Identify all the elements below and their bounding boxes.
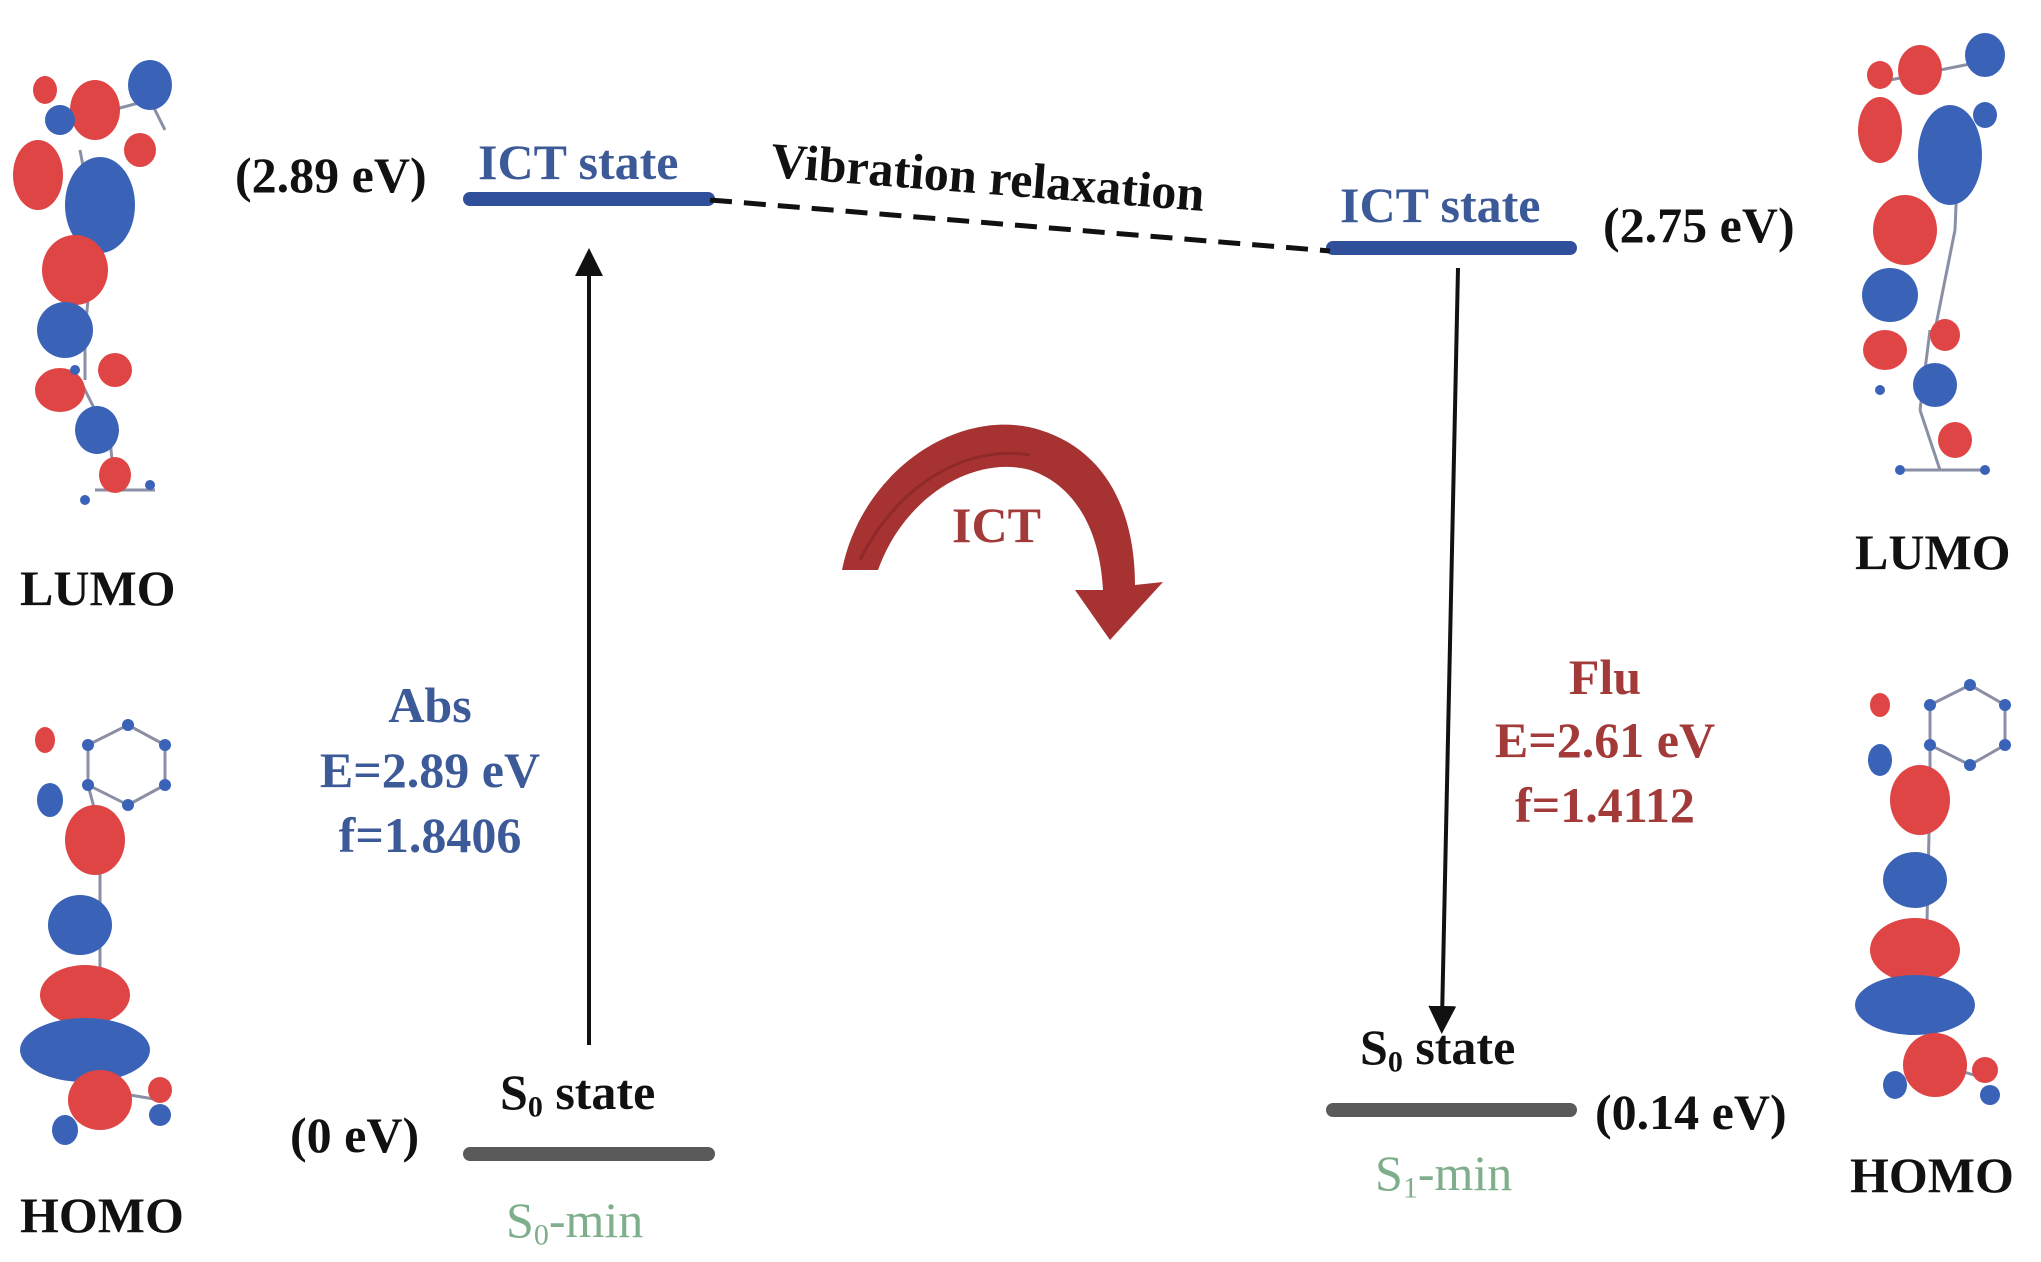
- fluorescence-oscillator: f=1.4112: [1515, 777, 1695, 833]
- absorption-oscillator: f=1.8406: [338, 807, 522, 863]
- right-homo-orbital-image: [1855, 679, 2011, 1105]
- right-min-symbol: S: [1375, 1145, 1403, 1201]
- right-ground-suffix: state: [1402, 1019, 1516, 1075]
- absorption-title: Abs: [388, 677, 472, 733]
- right-lumo-label: LUMO: [1855, 524, 2011, 580]
- left-ground-subscript: 0: [527, 1090, 543, 1124]
- left-homo-label: HOMO: [20, 1187, 184, 1243]
- fluorescence-title: Flu: [1568, 649, 1642, 705]
- ict-arrow-label: ICT: [952, 497, 1041, 553]
- right-ground-state-label: S0 state: [1360, 1022, 1515, 1078]
- right-ict-state-label: ICT state: [1340, 177, 1541, 233]
- left-min-symbol: S: [506, 1192, 534, 1248]
- left-ict-state-label: ICT state: [478, 134, 679, 190]
- left-min-suffix: -min: [548, 1192, 644, 1248]
- curved-arrow-icon: [842, 424, 1163, 640]
- right-ict-energy: (2.75 eV): [1603, 197, 1795, 253]
- right-lumo-orbital-image: [1858, 33, 2005, 475]
- absorption-energy: E=2.89 eV: [319, 742, 541, 798]
- right-min-suffix: -min: [1417, 1145, 1513, 1201]
- left-min-label: S0-min: [506, 1195, 643, 1251]
- right-min-subscript: 1: [1402, 1171, 1418, 1205]
- right-homo-label: HOMO: [1850, 1147, 2014, 1203]
- left-lumo-orbital-image: [13, 60, 172, 505]
- left-ground-symbol: S: [500, 1064, 528, 1120]
- left-homo-orbital-image: [20, 719, 172, 1145]
- right-ground-symbol: S: [1360, 1019, 1388, 1075]
- right-ground-subscript: 0: [1387, 1045, 1403, 1079]
- right-ground-energy: (0.14 eV): [1595, 1084, 1787, 1140]
- relaxation-dashed-line: [709, 197, 1331, 254]
- fluorescence-arrow: [1428, 267, 1460, 1034]
- left-ict-energy: (2.89 eV): [235, 147, 427, 203]
- left-ground-suffix: state: [542, 1064, 656, 1120]
- left-ground-state-label: S0 state: [500, 1067, 655, 1123]
- fluorescence-energy: E=2.61 eV: [1494, 712, 1716, 768]
- left-ground-energy: (0 eV): [290, 1107, 420, 1163]
- left-min-subscript: 0: [533, 1218, 549, 1252]
- left-lumo-label: LUMO: [20, 560, 176, 616]
- right-min-label: S1-min: [1375, 1148, 1512, 1204]
